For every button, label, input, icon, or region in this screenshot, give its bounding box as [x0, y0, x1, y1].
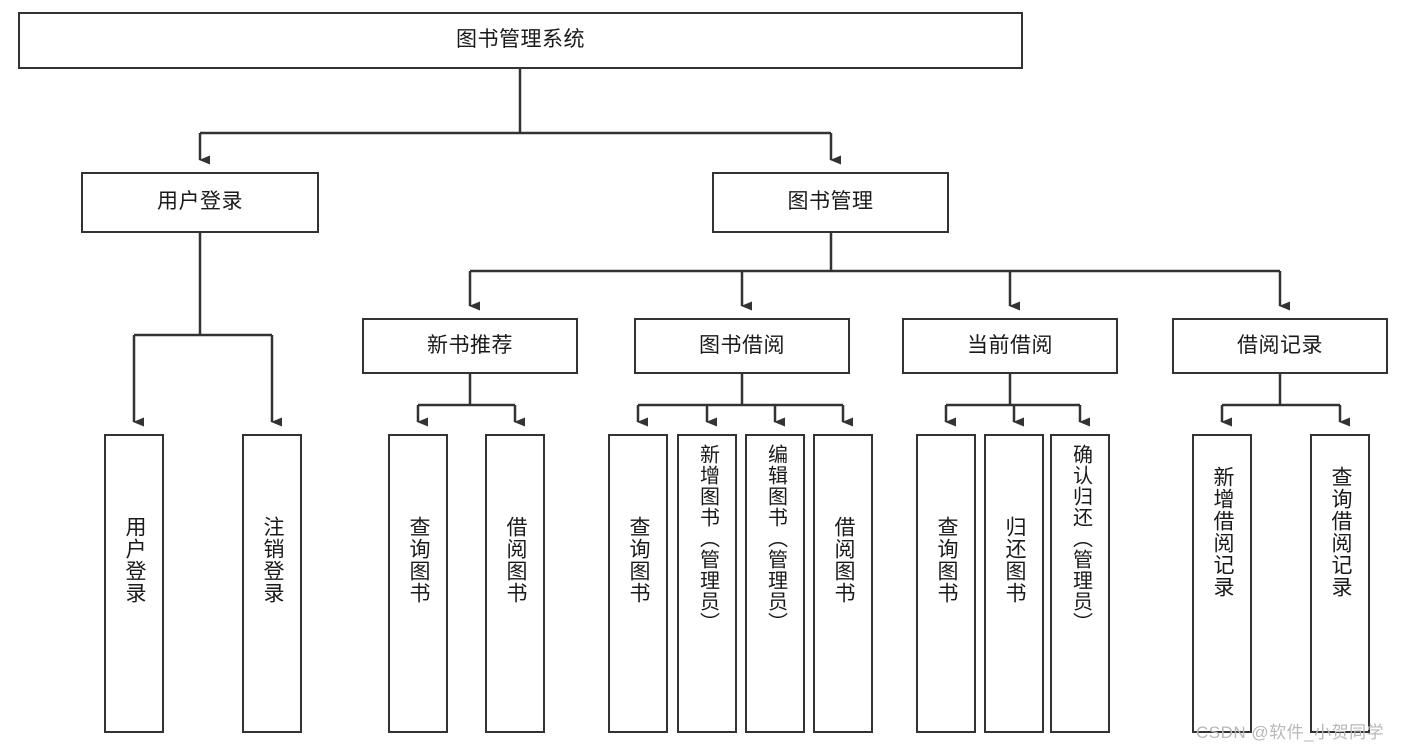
leaf-query-borrow-record[interactable]: 查询借阅记录	[1310, 434, 1370, 733]
node-book-borrow-label: 图书借阅	[699, 333, 785, 357]
node-book-management[interactable]: 图书管理	[712, 172, 949, 233]
leaf-return-book-label: 归还图书	[1003, 516, 1027, 604]
leaf-query-book-3-label: 查询图书	[935, 516, 959, 604]
leaf-user-logout-label: 注销登录	[261, 516, 285, 604]
leaf-edit-book[interactable]: 编辑图书（管理员）	[745, 434, 805, 733]
leaf-add-book[interactable]: 新增图书（管理员）	[677, 434, 737, 733]
leaf-borrow-book-1-label: 借阅图书	[504, 516, 528, 604]
leaf-user-login[interactable]: 用户登录	[104, 434, 164, 733]
leaf-add-borrow-record-label: 新增借阅记录	[1211, 466, 1235, 598]
node-user-login-label: 用户登录	[157, 190, 243, 214]
leaf-confirm-return-label: 确认归还（管理员）	[1069, 444, 1092, 633]
leaf-query-borrow-record-label: 查询借阅记录	[1329, 466, 1353, 598]
node-book-borrow[interactable]: 图书借阅	[634, 318, 850, 374]
leaf-user-login-label: 用户登录	[123, 516, 147, 604]
node-user-login[interactable]: 用户登录	[81, 172, 319, 233]
node-current-borrow-label: 当前借阅	[967, 333, 1053, 357]
leaf-query-book-2[interactable]: 查询图书	[608, 434, 668, 733]
leaf-add-book-label: 新增图书（管理员）	[696, 444, 719, 633]
leaf-user-logout[interactable]: 注销登录	[242, 434, 302, 733]
leaf-query-book-2-label: 查询图书	[627, 516, 651, 604]
node-current-borrow[interactable]: 当前借阅	[902, 318, 1118, 374]
leaf-borrow-book-2-label: 借阅图书	[832, 516, 856, 604]
csdn-watermark: CSDN @软件_小贺同学	[1196, 723, 1385, 742]
node-new-book-recommend-label: 新书推荐	[427, 333, 513, 357]
node-borrow-record[interactable]: 借阅记录	[1172, 318, 1388, 374]
leaf-edit-book-label: 编辑图书（管理员）	[764, 444, 787, 633]
node-borrow-record-label: 借阅记录	[1237, 333, 1323, 357]
leaf-query-book-1-label: 查询图书	[407, 516, 431, 604]
leaf-borrow-book-1[interactable]: 借阅图书	[485, 434, 545, 733]
node-root[interactable]: 图书管理系统	[18, 12, 1023, 69]
node-book-management-label: 图书管理	[787, 190, 874, 214]
node-root-label: 图书管理系统	[456, 28, 585, 52]
leaf-confirm-return[interactable]: 确认归还（管理员）	[1050, 434, 1110, 733]
leaf-return-book[interactable]: 归还图书	[984, 434, 1044, 733]
leaf-query-book-3[interactable]: 查询图书	[916, 434, 976, 733]
leaf-add-borrow-record[interactable]: 新增借阅记录	[1192, 434, 1252, 733]
leaf-borrow-book-2[interactable]: 借阅图书	[813, 434, 873, 733]
node-new-book-recommend[interactable]: 新书推荐	[362, 318, 578, 374]
leaf-query-book-1[interactable]: 查询图书	[388, 434, 448, 733]
